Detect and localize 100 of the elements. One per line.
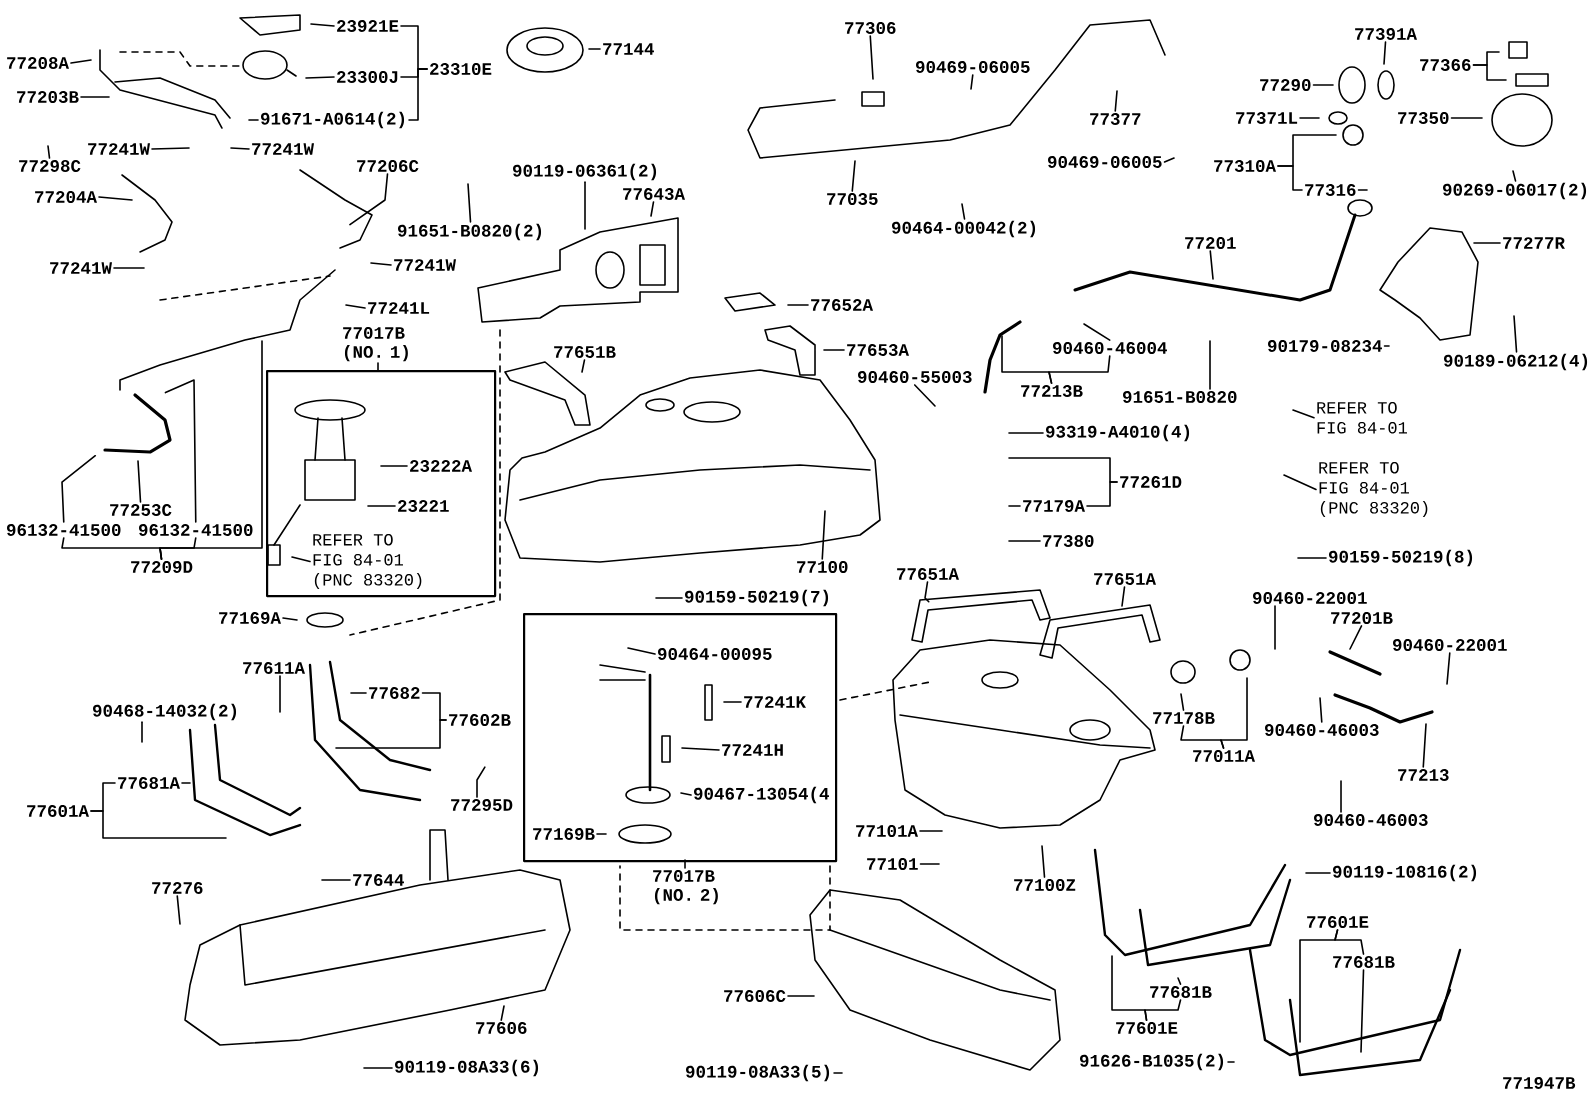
part-number: 23222A (410, 460, 472, 472)
leader-line (1312, 84, 1334, 86)
leader-line (1383, 41, 1387, 65)
leader-line (919, 830, 943, 832)
leader-line (1008, 432, 1044, 434)
leader-line (869, 35, 874, 80)
part-number: 77241W (88, 143, 150, 155)
part-number: 90119-10816(2) (1333, 864, 1477, 882)
leader-line (1473, 242, 1501, 244)
part-number: 90468-14032(2) (92, 703, 237, 721)
leader-line (924, 581, 930, 603)
leader-line (1180, 693, 1185, 711)
part-number: 77377 (1090, 113, 1141, 125)
leader-line (627, 647, 656, 655)
leader-line (1008, 505, 1021, 507)
part-number: 77651A (1094, 573, 1156, 585)
leader-line (1299, 117, 1320, 119)
part-number: 77606C (724, 990, 786, 1002)
part-number: 77644 (353, 874, 404, 886)
part-number: 77101 (867, 858, 918, 870)
leader-line (681, 747, 720, 751)
leader-line (1048, 355, 1111, 384)
leader-line (291, 556, 311, 563)
leader-line (1220, 677, 1248, 749)
leader-line (151, 147, 190, 150)
node-label: 77017B (NO. 1) (343, 327, 408, 362)
leader-line (159, 340, 263, 560)
part-number: 77241H (722, 744, 783, 756)
leader-line (1086, 481, 1118, 507)
part-number: 77601E (1116, 1022, 1178, 1034)
part-number: 77241W (50, 262, 112, 274)
part-number: 77380 (1043, 535, 1094, 547)
leader-line (1360, 969, 1365, 1053)
leader-line (380, 465, 408, 467)
leader-line (833, 1072, 843, 1074)
part-number: 77601E (1307, 916, 1369, 928)
part-number: 77035 (827, 193, 878, 205)
leader-line (248, 119, 259, 121)
leader-line (1008, 540, 1041, 542)
part-number: 77213 (1398, 769, 1449, 781)
leader-line (1422, 723, 1427, 768)
part-number: 90460-22001 (1253, 592, 1367, 604)
part-number: 77602B (449, 714, 511, 726)
leader-line (913, 384, 936, 407)
part-number: 77681B (1150, 986, 1212, 998)
leader-line (1283, 474, 1317, 491)
part-number: 77241L (368, 302, 430, 314)
part-number: 90467-13054(4 (694, 786, 829, 804)
part-number: 90159-50219(7) (685, 589, 829, 607)
leader-line (1349, 625, 1363, 650)
reference-note: REFER TO FIG 84-01 (1317, 402, 1407, 434)
leader-line (345, 304, 366, 309)
part-number: 90464-00042(2) (892, 220, 1036, 238)
part-number: 90179-08234 (1268, 340, 1382, 352)
part-number: 91626-B1035(2) (1080, 1053, 1224, 1071)
leader-line (1357, 189, 1368, 191)
leader-line (1305, 872, 1331, 874)
part-number: 23310E (430, 63, 492, 75)
leader-line (305, 76, 335, 79)
part-number: 77101A (856, 825, 918, 837)
part-number: 90119-08A33(6) (395, 1059, 539, 1077)
part-number: 77606 (476, 1022, 527, 1034)
leader-line (584, 181, 586, 230)
leader-line (581, 359, 586, 373)
leader-line (137, 460, 142, 503)
part-number: 77290 (1260, 79, 1311, 91)
leader-line (650, 201, 655, 217)
part-number: 77306 (845, 22, 896, 34)
leader-line (181, 782, 191, 784)
leader-line (1319, 697, 1323, 723)
leader-line (1450, 117, 1483, 119)
part-number: 77206C (357, 160, 419, 172)
leader-line (1513, 315, 1518, 353)
part-number: 90469-06005 (1048, 156, 1162, 168)
part-number: 91671-A0614(2) (260, 111, 405, 129)
leader-line (596, 833, 607, 835)
leader-line (1121, 586, 1126, 607)
leader-line (1383, 345, 1390, 347)
part-number: 93319-A4010(4) (1046, 424, 1190, 442)
part-number: 77204A (35, 191, 97, 203)
part-number: 77682 (369, 687, 420, 699)
leader-line (500, 1005, 505, 1021)
leader-line (476, 766, 486, 798)
leader-line (1227, 1061, 1235, 1063)
leader-line (1177, 977, 1182, 985)
leader-line (1041, 845, 1046, 878)
part-number: 91651-B0820(2) (398, 223, 542, 241)
leader-line (1274, 605, 1276, 650)
leader-line (367, 505, 396, 507)
part-number: 77241K (744, 696, 806, 708)
part-number: 90469-06005 (916, 61, 1030, 73)
part-number: 77179A (1023, 500, 1085, 512)
part-number: 90159-50219(8) (1329, 549, 1473, 567)
leader-line (141, 721, 143, 743)
leader-line (1083, 323, 1111, 341)
part-number: 77295D (451, 799, 513, 811)
leader-line (1334, 929, 1365, 955)
leader-line (1472, 64, 1507, 81)
part-number: 96132-41500 (6, 524, 121, 536)
reference-note: REFER TO FIG 84-01 (PNC 83320) (1319, 462, 1428, 517)
